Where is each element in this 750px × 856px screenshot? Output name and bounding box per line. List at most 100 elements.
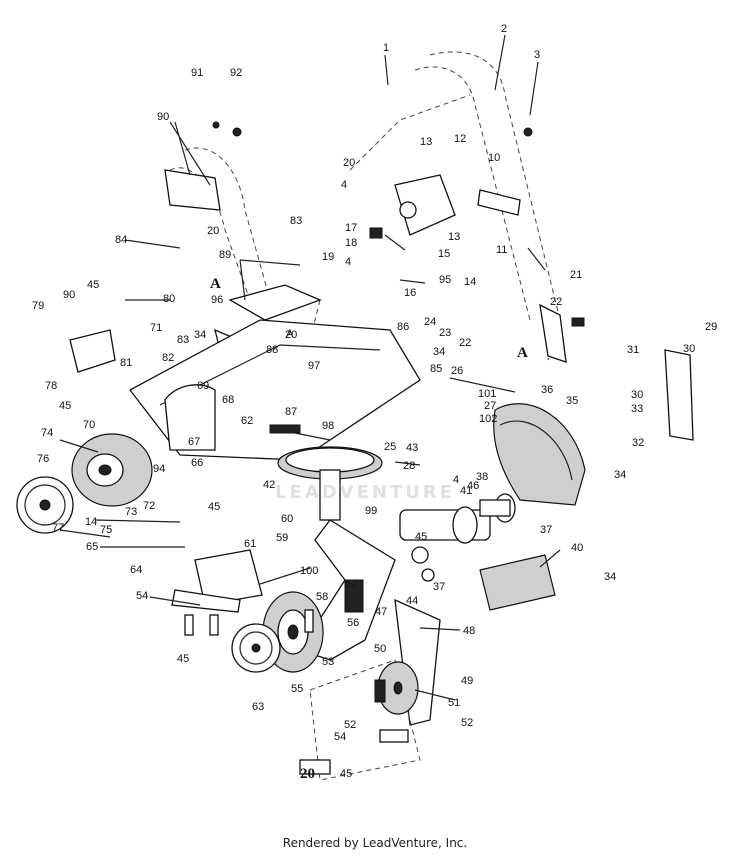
part-label: 34 — [433, 346, 445, 358]
hubcap-center — [231, 623, 281, 673]
part-label: 64 — [130, 564, 142, 576]
part-label: 83 — [290, 215, 302, 227]
part-label: 1 — [383, 42, 389, 54]
part-label: 90 — [63, 289, 75, 301]
part-label: 54 — [136, 590, 148, 602]
part-label: 38 — [476, 471, 488, 483]
part-label: 52 — [344, 719, 356, 731]
spindle-shaft — [399, 493, 516, 544]
part-label: 67 — [188, 436, 200, 448]
gear-box-cover — [479, 554, 556, 611]
part-label: 17 — [345, 222, 357, 234]
part-label: 73 — [125, 506, 137, 518]
part-label: 25 — [384, 441, 396, 453]
part-label: 35 — [566, 395, 578, 407]
leader-lines — [59, 34, 561, 701]
part-label: 20 — [285, 329, 297, 341]
part-label: 60 — [281, 513, 293, 525]
part-label: 18 — [345, 237, 357, 249]
part-label: 72 — [143, 500, 155, 512]
part-label: 83 — [177, 334, 189, 346]
deck-housing — [129, 319, 421, 461]
part-label: 37 — [433, 581, 445, 593]
part-label: 55 — [291, 683, 303, 695]
part-label: 36 — [541, 384, 553, 396]
part-label: 13 — [420, 136, 432, 148]
left-bracket — [171, 549, 263, 613]
part-label: 45 — [415, 531, 427, 543]
part-label: 68 — [222, 394, 234, 406]
section-marker-a: A — [517, 345, 528, 361]
part-label: 45 — [59, 400, 71, 412]
part-label: 94 — [153, 463, 165, 475]
part-label: 29 — [705, 321, 717, 333]
part-label: 96 — [211, 294, 223, 306]
part-label: 14 — [464, 276, 476, 288]
hubcap-left — [16, 476, 74, 534]
part-label: 24 — [424, 316, 436, 328]
part-label: 74 — [41, 427, 53, 439]
part-label: 95 — [439, 274, 451, 286]
part-label: 89 — [219, 249, 231, 261]
part-label: 76 — [37, 453, 49, 465]
part-label: 45 — [340, 768, 352, 780]
wheel-left — [71, 433, 153, 507]
part-label: 78 — [45, 380, 57, 392]
part-label: 30 — [683, 343, 695, 355]
part-label: 13 — [448, 231, 460, 243]
part-label: 48 — [463, 625, 475, 637]
part-label: 30 — [631, 389, 643, 401]
section-marker-a: A — [210, 276, 221, 292]
part-label: 34 — [604, 571, 616, 583]
part-label: 10 — [488, 152, 500, 164]
part-label: 70 — [83, 419, 95, 431]
part-label: 63 — [252, 701, 264, 713]
part-label: 20 — [343, 157, 355, 169]
part-label: 41 — [460, 485, 472, 497]
part-label: 79 — [32, 300, 44, 312]
credit-text: Rendered by LeadVenture, Inc. — [282, 836, 468, 850]
part-label: 27 — [484, 400, 496, 412]
part-label: 87 — [285, 406, 297, 418]
part-label: 56 — [347, 617, 359, 629]
part-label: 91 — [191, 67, 203, 79]
part-label: 44 — [406, 595, 418, 607]
part-label: 26 — [451, 365, 463, 377]
part-label: 50 — [374, 643, 386, 655]
part-label: 11 — [496, 244, 507, 256]
part-label: 3 — [534, 49, 540, 61]
part-label: 16 — [404, 287, 416, 299]
part-labels: 1 2 3 91 92 90 20 4 13 12 10 17 18 20 15… — [32, 23, 717, 780]
part-label: 99 — [365, 505, 377, 517]
part-label: 84 — [115, 234, 127, 246]
part-label: 80 — [163, 293, 175, 305]
belt-guard — [493, 403, 586, 506]
control-bracket — [394, 174, 694, 441]
part-label: 40 — [571, 542, 583, 554]
part-label: 15 — [438, 248, 450, 260]
part-label: 97 — [308, 360, 320, 372]
part-label: 71 — [150, 322, 162, 334]
part-label: 14 — [85, 516, 97, 528]
part-label: 43 — [406, 442, 418, 454]
part-label: 57 — [345, 578, 357, 590]
part-label: 34 — [614, 469, 626, 481]
watermark: LEADVENTURE — [275, 482, 455, 503]
part-label: 92 — [230, 67, 242, 79]
part-label: 54 — [334, 731, 346, 743]
section-marker-a: 20 — [300, 766, 315, 782]
part-label: 21 — [570, 269, 582, 281]
part-label: 31 — [627, 344, 639, 356]
part-label: 101 — [478, 388, 496, 400]
part-label: 19 — [322, 251, 334, 263]
part-label: 88 — [266, 344, 278, 356]
part-label: 86 — [397, 321, 409, 333]
part-label: 98 — [322, 420, 334, 432]
part-label: 20 — [207, 225, 219, 237]
part-label: 75 — [100, 524, 112, 536]
part-label: 22 — [550, 296, 562, 308]
part-label: 85 — [430, 363, 442, 375]
part-label: 58 — [316, 591, 328, 603]
part-label: 49 — [461, 675, 473, 687]
part-label: 100 — [300, 565, 318, 577]
